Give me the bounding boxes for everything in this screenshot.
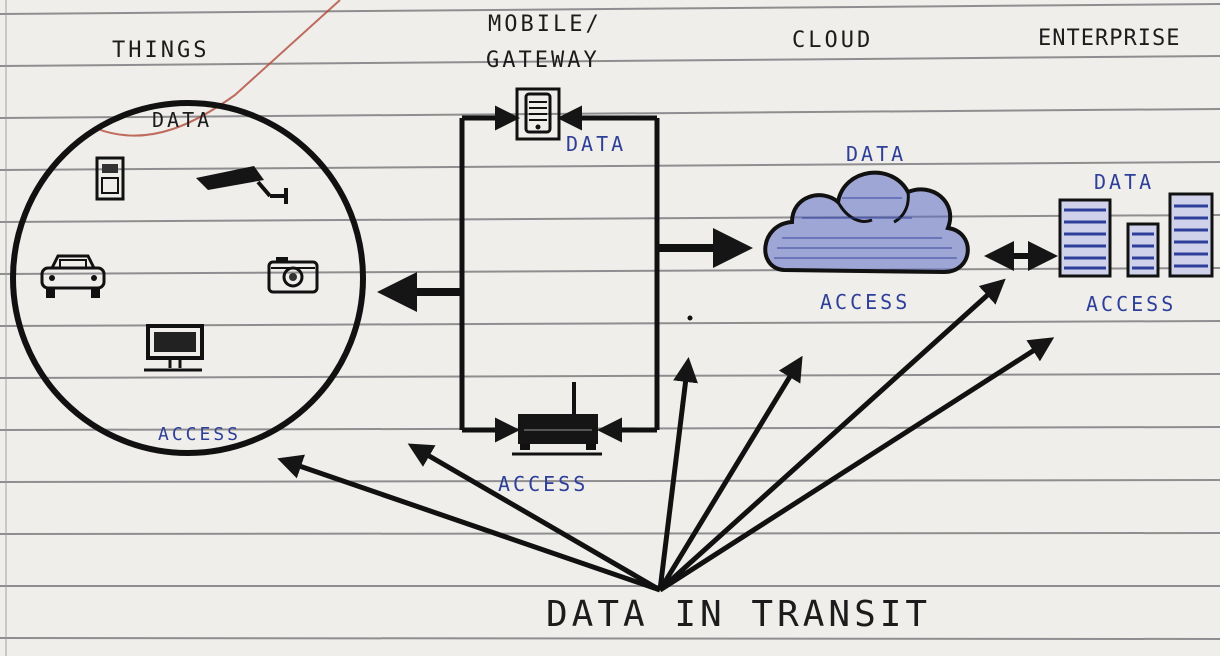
server-rack-icon <box>1058 192 1214 278</box>
red-scribble <box>94 0 341 137</box>
cloud-label: CLOUD <box>792 28 874 53</box>
enterprise-data-label: DATA <box>1094 170 1155 194</box>
gateway-frame <box>459 105 660 443</box>
monitor-icon <box>144 324 204 372</box>
door-icon <box>95 156 125 201</box>
router-icon <box>512 382 602 456</box>
ruled-lines <box>0 3 1220 640</box>
mobile-phone-icon <box>515 87 561 141</box>
things-data-label: DATA <box>152 108 213 132</box>
camera-icon <box>267 257 319 294</box>
enterprise-label: ENTERPRISE <box>1038 26 1181 51</box>
things-access-label: ACCESS <box>158 424 242 445</box>
dot <box>687 315 693 321</box>
cloud-data-label: DATA <box>846 142 907 166</box>
data-in-transit-arrows <box>277 278 1055 593</box>
mobile-gateway-label-line1: MOBILE/ <box>488 12 602 37</box>
car-icon <box>40 254 106 298</box>
cloud-access-label: ACCESS <box>820 290 911 314</box>
cctv-camera-icon <box>196 166 288 204</box>
things-circle <box>10 100 366 456</box>
enterprise-access-label: ACCESS <box>1086 292 1177 316</box>
data-in-transit-label: DATA IN TRANSIT <box>546 594 932 635</box>
cloud-icon <box>763 170 970 275</box>
gateway-data-label: DATA <box>566 132 627 156</box>
things-label: THINGS <box>112 38 210 63</box>
router-access-label: ACCESS <box>498 472 589 496</box>
mobile-gateway-label-line2: GATEWAY <box>486 48 600 73</box>
